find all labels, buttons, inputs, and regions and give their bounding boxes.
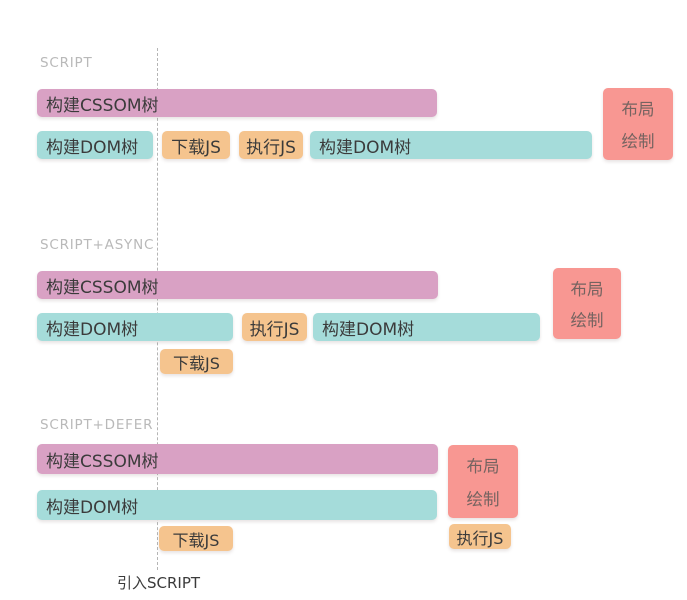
bar-download-js: 下载JS <box>160 349 233 374</box>
bar-execute-js: 执行JS <box>242 313 307 341</box>
box-layout-paint: 布局 绘制 <box>603 88 673 160</box>
bar-execute-js: 执行JS <box>239 131 303 159</box>
layout-label: 布局 <box>621 100 655 119</box>
bar-execute-js: 执行JS <box>449 524 511 549</box>
bar-download-js: 下载JS <box>159 526 233 551</box>
paint-label: 绘制 <box>621 132 655 151</box>
section-label-script: SCRIPT <box>40 55 93 71</box>
bar-build-dom: 构建DOM树 <box>37 313 233 341</box>
bar-build-dom: 构建DOM树 <box>37 490 437 520</box>
bar-build-dom: 构建DOM树 <box>37 131 153 159</box>
bar-build-cssom: 构建CSSOM树 <box>37 89 437 117</box>
bar-build-dom: 构建DOM树 <box>310 131 592 159</box>
section-label-script-async: SCRIPT+ASYNC <box>40 237 155 253</box>
layout-label: 布局 <box>466 457 500 477</box>
layout-label: 布局 <box>570 279 604 299</box>
bar-build-cssom: 构建CSSOM树 <box>37 444 438 474</box>
script-insertion-dashed-line <box>157 48 158 570</box>
script-insertion-marker-label: 引入SCRIPT <box>117 574 201 592</box>
section-label-script-defer: SCRIPT+DEFER <box>40 417 154 433</box>
box-layout-paint: 布局 绘制 <box>553 268 621 339</box>
bar-build-dom: 构建DOM树 <box>313 313 540 341</box>
bar-build-cssom: 构建CSSOM树 <box>37 271 438 299</box>
paint-label: 绘制 <box>466 489 500 509</box>
box-layout-paint: 布局 绘制 <box>448 445 518 518</box>
bar-download-js: 下载JS <box>162 131 230 159</box>
paint-label: 绘制 <box>570 311 604 331</box>
